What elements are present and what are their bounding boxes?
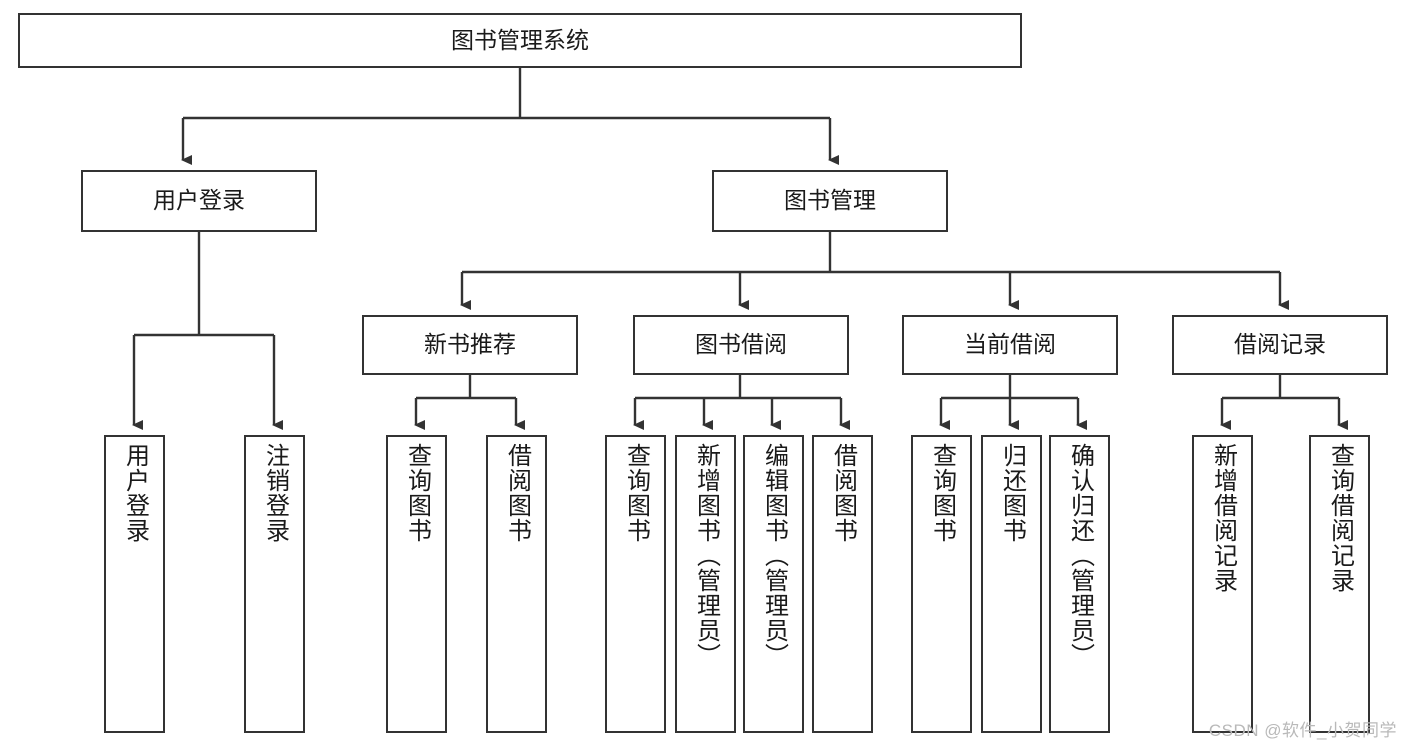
node-leaf-query-record[interactable]: 查询借阅记录 [1309,435,1370,733]
node-book-manage-label: 图书管理 [784,187,876,214]
node-leaf-return-book-label: 归还图书 [998,443,1026,543]
node-leaf-query-book-1[interactable]: 查询图书 [386,435,447,733]
node-leaf-return-book[interactable]: 归还图书 [981,435,1042,733]
node-leaf-user-login-label: 用户登录 [121,443,149,543]
node-leaf-borrow-book-1-label: 借阅图书 [503,443,531,543]
node-borrow-record-label: 借阅记录 [1234,331,1326,358]
node-leaf-add-book[interactable]: 新增图书（管理员） [675,435,736,733]
node-leaf-borrow-book-2[interactable]: 借阅图书 [812,435,873,733]
node-leaf-query-book-2-label: 查询图书 [622,443,650,543]
node-leaf-query-book-1-label: 查询图书 [403,443,431,543]
node-new-book-recommend[interactable]: 新书推荐 [362,315,578,375]
node-leaf-add-record-label: 新增借阅记录 [1209,443,1237,593]
node-borrow-record[interactable]: 借阅记录 [1172,315,1388,375]
node-leaf-confirm-return[interactable]: 确认归还（管理员） [1049,435,1110,733]
node-new-book-recommend-label: 新书推荐 [424,331,516,358]
node-leaf-edit-book-label: 编辑图书（管理员） [760,443,788,668]
node-leaf-logout-login[interactable]: 注销登录 [244,435,305,733]
node-current-borrow-label: 当前借阅 [964,331,1056,358]
node-leaf-edit-book[interactable]: 编辑图书（管理员） [743,435,804,733]
node-leaf-add-book-label: 新增图书（管理员） [692,443,720,668]
node-leaf-query-book-3-label: 查询图书 [928,443,956,543]
node-leaf-query-book-2[interactable]: 查询图书 [605,435,666,733]
node-book-manage[interactable]: 图书管理 [712,170,948,232]
node-book-borrow[interactable]: 图书借阅 [633,315,849,375]
node-user-login-label: 用户登录 [153,187,245,214]
node-leaf-query-book-3[interactable]: 查询图书 [911,435,972,733]
node-leaf-borrow-book-2-label: 借阅图书 [829,443,857,543]
node-root-label: 图书管理系统 [451,26,589,53]
node-book-borrow-label: 图书借阅 [695,331,787,358]
node-leaf-user-login[interactable]: 用户登录 [104,435,165,733]
node-user-login[interactable]: 用户登录 [81,170,317,232]
node-leaf-borrow-book-1[interactable]: 借阅图书 [486,435,547,733]
node-leaf-query-record-label: 查询借阅记录 [1326,443,1354,593]
node-leaf-logout-login-label: 注销登录 [261,443,289,543]
watermark-text: CSDN @软件_小贺同学 [1208,721,1397,740]
node-root[interactable]: 图书管理系统 [18,13,1022,68]
node-leaf-add-record[interactable]: 新增借阅记录 [1192,435,1253,733]
node-leaf-confirm-return-label: 确认归还（管理员） [1066,443,1094,668]
node-current-borrow[interactable]: 当前借阅 [902,315,1118,375]
